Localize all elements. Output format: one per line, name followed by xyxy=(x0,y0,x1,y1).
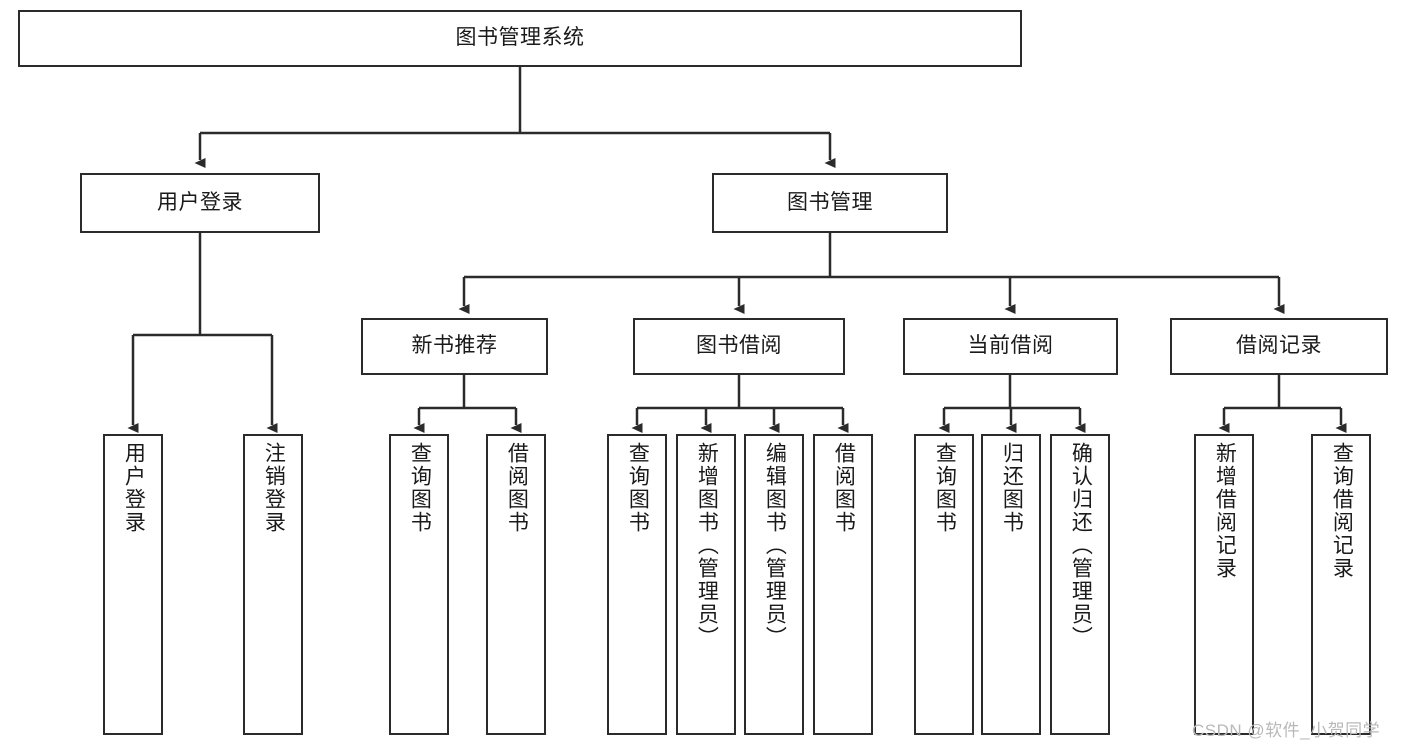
leaf-logout[interactable]: 注销登录 xyxy=(243,434,303,735)
leaf-query-book-2-label: 查询图书 xyxy=(626,442,650,534)
leaf-confirm-return-admin-label: 确认归还（管理员） xyxy=(1069,442,1093,649)
leaf-add-book-admin-label: 新增图书（管理员） xyxy=(695,442,719,649)
leaf-user-login[interactable]: 用户登录 xyxy=(103,434,163,735)
node-book-borrow-label: 图书借阅 xyxy=(696,334,782,358)
node-user-login[interactable]: 用户登录 xyxy=(80,173,320,233)
leaf-query-book-1[interactable]: 查询图书 xyxy=(389,434,449,735)
node-root-label: 图书管理系统 xyxy=(455,26,585,50)
node-book-manage-label: 图书管理 xyxy=(787,190,873,214)
leaf-query-book-3[interactable]: 查询图书 xyxy=(914,434,974,735)
node-current-borrow-label: 当前借阅 xyxy=(967,334,1054,358)
node-new-book-rec-label: 新书推荐 xyxy=(411,334,498,358)
leaf-return-book[interactable]: 归还图书 xyxy=(981,434,1041,735)
leaf-borrow-book-1-label: 借阅图书 xyxy=(505,442,529,534)
leaf-confirm-return-admin[interactable]: 确认归还（管理员） xyxy=(1050,434,1110,735)
node-borrow-record[interactable]: 借阅记录 xyxy=(1170,318,1388,375)
leaf-borrow-book-2-label: 借阅图书 xyxy=(832,442,856,534)
leaf-borrow-book-2[interactable]: 借阅图书 xyxy=(813,434,873,735)
node-book-borrow[interactable]: 图书借阅 xyxy=(633,318,845,375)
leaf-query-borrow-record-label: 查询借阅记录 xyxy=(1330,442,1354,580)
leaf-add-borrow-record-label: 新增借阅记录 xyxy=(1213,442,1237,580)
leaf-borrow-book-1[interactable]: 借阅图书 xyxy=(486,434,546,735)
leaf-return-book-label: 归还图书 xyxy=(1000,442,1024,534)
node-new-book-rec[interactable]: 新书推荐 xyxy=(361,318,548,375)
leaf-edit-book-admin[interactable]: 编辑图书（管理员） xyxy=(744,434,804,735)
leaf-add-book-admin[interactable]: 新增图书（管理员） xyxy=(676,434,736,735)
leaf-add-borrow-record[interactable]: 新增借阅记录 xyxy=(1194,434,1254,735)
leaf-logout-label: 注销登录 xyxy=(262,442,286,534)
leaf-edit-book-admin-label: 编辑图书（管理员） xyxy=(763,442,787,649)
leaf-user-login-label: 用户登录 xyxy=(122,442,146,534)
leaf-query-book-3-label: 查询图书 xyxy=(933,442,957,534)
node-borrow-record-label: 借阅记录 xyxy=(1236,334,1322,358)
node-current-borrow[interactable]: 当前借阅 xyxy=(903,318,1118,375)
node-root[interactable]: 图书管理系统 xyxy=(18,10,1022,67)
leaf-query-book-1-label: 查询图书 xyxy=(408,442,432,534)
node-user-login-label: 用户登录 xyxy=(157,190,243,214)
leaf-query-book-2[interactable]: 查询图书 xyxy=(607,434,667,735)
node-book-manage[interactable]: 图书管理 xyxy=(712,173,948,233)
leaf-query-borrow-record[interactable]: 查询借阅记录 xyxy=(1311,434,1371,735)
